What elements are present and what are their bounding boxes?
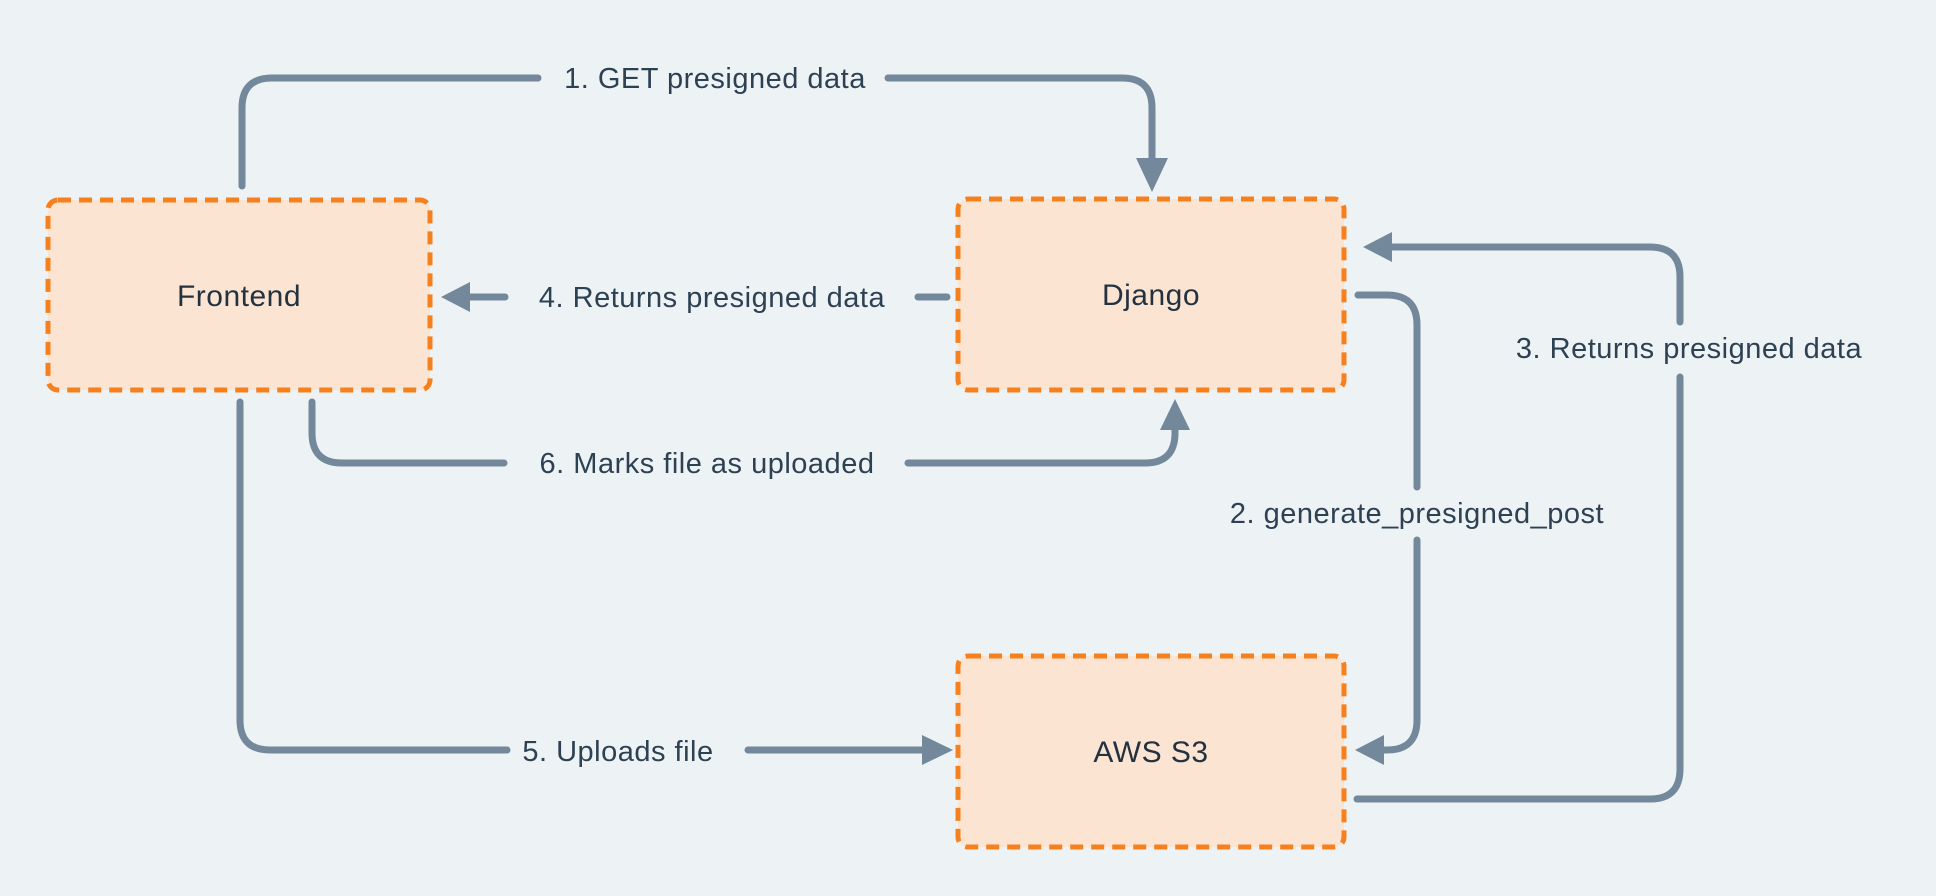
edge-step1-line-left [238,74,542,190]
edge-step6-label: 6. Marks file as uploaded [540,448,875,480]
edge-step3: 3. Returns presigned data [1353,232,1863,803]
edge-step2: 2. generate_presigned_post [1230,291,1604,765]
edge-step5-line-left [236,398,511,754]
edge-step2-line-bottom [1380,536,1421,754]
edge-step6-line-right [904,426,1179,467]
node-django-box [955,196,1347,393]
node-django-label: Django [1102,279,1200,312]
edge-step4-arrowhead [441,282,470,312]
edge-step5: 5. Uploads file [236,398,953,768]
edge-step1-arrowhead [1136,158,1168,192]
node-aws-s3-box [955,653,1347,850]
edge-step5-label: 5. Uploads file [522,736,713,768]
edge-step2-label: 2. generate_presigned_post [1230,498,1604,530]
node-aws-s3: AWS S3 [955,653,1347,850]
edge-step4: 4. Returns presigned data [441,282,951,314]
edge-step4-label: 4. Returns presigned data [539,282,886,314]
edge-step6: 6. Marks file as uploaded [308,398,1190,480]
node-frontend-box [45,197,433,393]
node-django: Django [955,196,1347,393]
edge-step2-arrowhead [1355,735,1384,765]
edge-step6-arrowhead [1160,399,1190,430]
edge-step3-line-top [1388,243,1684,326]
edge-step3-arrowhead [1363,232,1392,262]
edge-step3-label: 3. Returns presigned data [1516,333,1863,365]
edge-step1-line-right [884,74,1156,162]
edge-step2-line-top [1354,291,1421,491]
edge-step5-arrowhead [922,735,953,765]
node-frontend-label: Frontend [177,280,301,313]
edge-step1: 1. GET presigned data [238,63,1168,192]
edge-step3-line-bottom [1353,373,1684,803]
edge-step6-line-left [308,398,508,467]
node-aws-s3-label: AWS S3 [1093,736,1208,769]
node-frontend: Frontend [45,197,433,393]
edge-step1-label: 1. GET presigned data [564,63,866,95]
